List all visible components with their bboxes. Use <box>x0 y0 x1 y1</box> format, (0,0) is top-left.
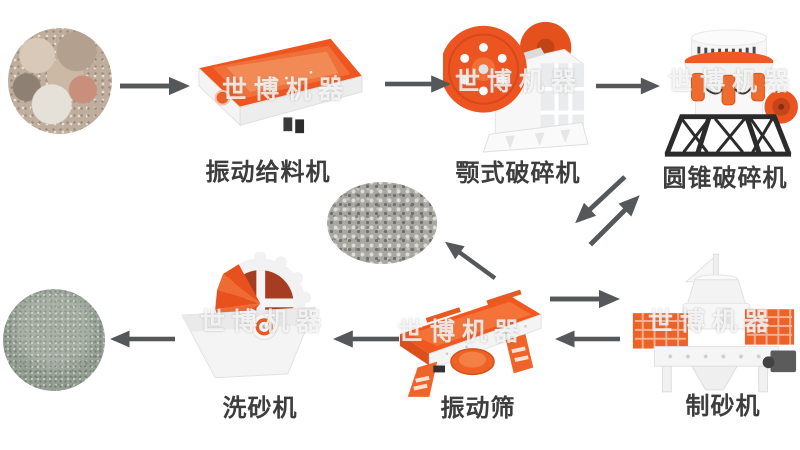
sand-washer-image <box>178 252 320 390</box>
arrow-screen-to-gravel <box>438 232 502 288</box>
finished-sand-photo <box>3 289 105 391</box>
arrow-cone-to-screen <box>567 168 633 232</box>
jaw-crusher-image <box>443 8 593 156</box>
arrow-rock-to-feeder <box>120 74 190 98</box>
arrow-screen-to-sandmaker <box>550 287 620 311</box>
sand-maker-image <box>627 252 799 395</box>
vibrating-feeder-image <box>193 33 365 135</box>
gravel-pile-photo <box>327 182 437 264</box>
arrow-jaw-to-cone <box>596 74 660 98</box>
label-jaw-crusher: 颚式破碎机 <box>455 159 581 187</box>
label-sand-washer: 洗砂机 <box>222 394 298 422</box>
arrow-washer-to-sand <box>110 327 175 351</box>
label-cone-crusher: 圆锥破碎机 <box>662 164 788 192</box>
label-sand-maker: 制砂机 <box>685 392 761 420</box>
raw-rock-photo <box>8 28 112 134</box>
label-vibrating-screen: 振动筛 <box>440 394 516 422</box>
arrow-screen-to-cone <box>582 187 648 253</box>
arrow-sandmaker-to-screen <box>555 327 620 351</box>
arrow-feeder-to-jaw <box>385 72 451 96</box>
cone-crusher-image <box>652 26 800 164</box>
label-vibrating-feeder: 振动给料机 <box>205 158 331 186</box>
vibrating-screen-image <box>396 283 548 401</box>
arrow-screen-to-washer <box>333 327 399 351</box>
